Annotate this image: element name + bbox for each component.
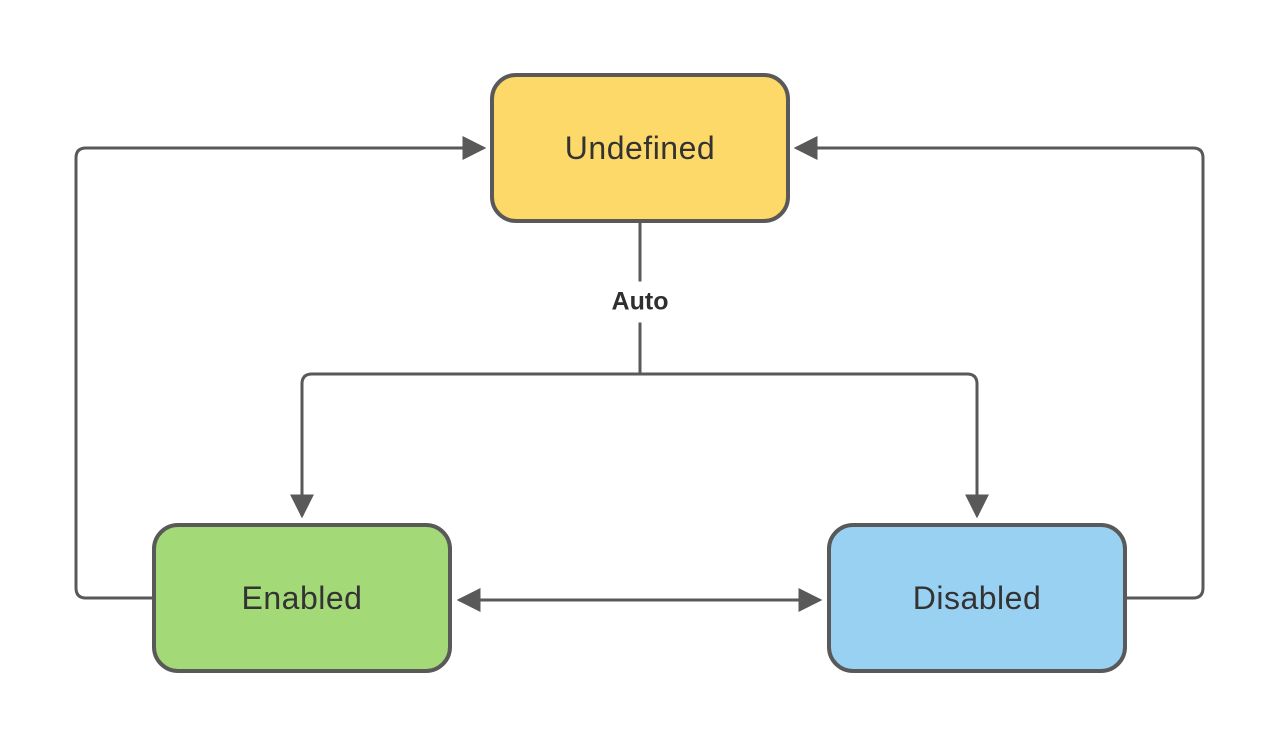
state-node-disabled[interactable]: Disabled (827, 523, 1127, 673)
edge-disabled-to-undefined (793, 136, 1205, 600)
edge-undefined-to-disabled (640, 372, 989, 519)
edge-label-auto: Auto (601, 281, 679, 323)
state-label-enabled: Enabled (241, 579, 363, 616)
state-node-enabled[interactable]: Enabled (152, 523, 452, 673)
state-label-undefined: Undefined (564, 129, 716, 166)
edge-undefined-to-enabled (290, 372, 640, 519)
edge-enabled-to-undefined (74, 136, 487, 600)
state-label-disabled: Disabled (912, 579, 1042, 616)
state-node-undefined[interactable]: Undefined (490, 73, 790, 223)
